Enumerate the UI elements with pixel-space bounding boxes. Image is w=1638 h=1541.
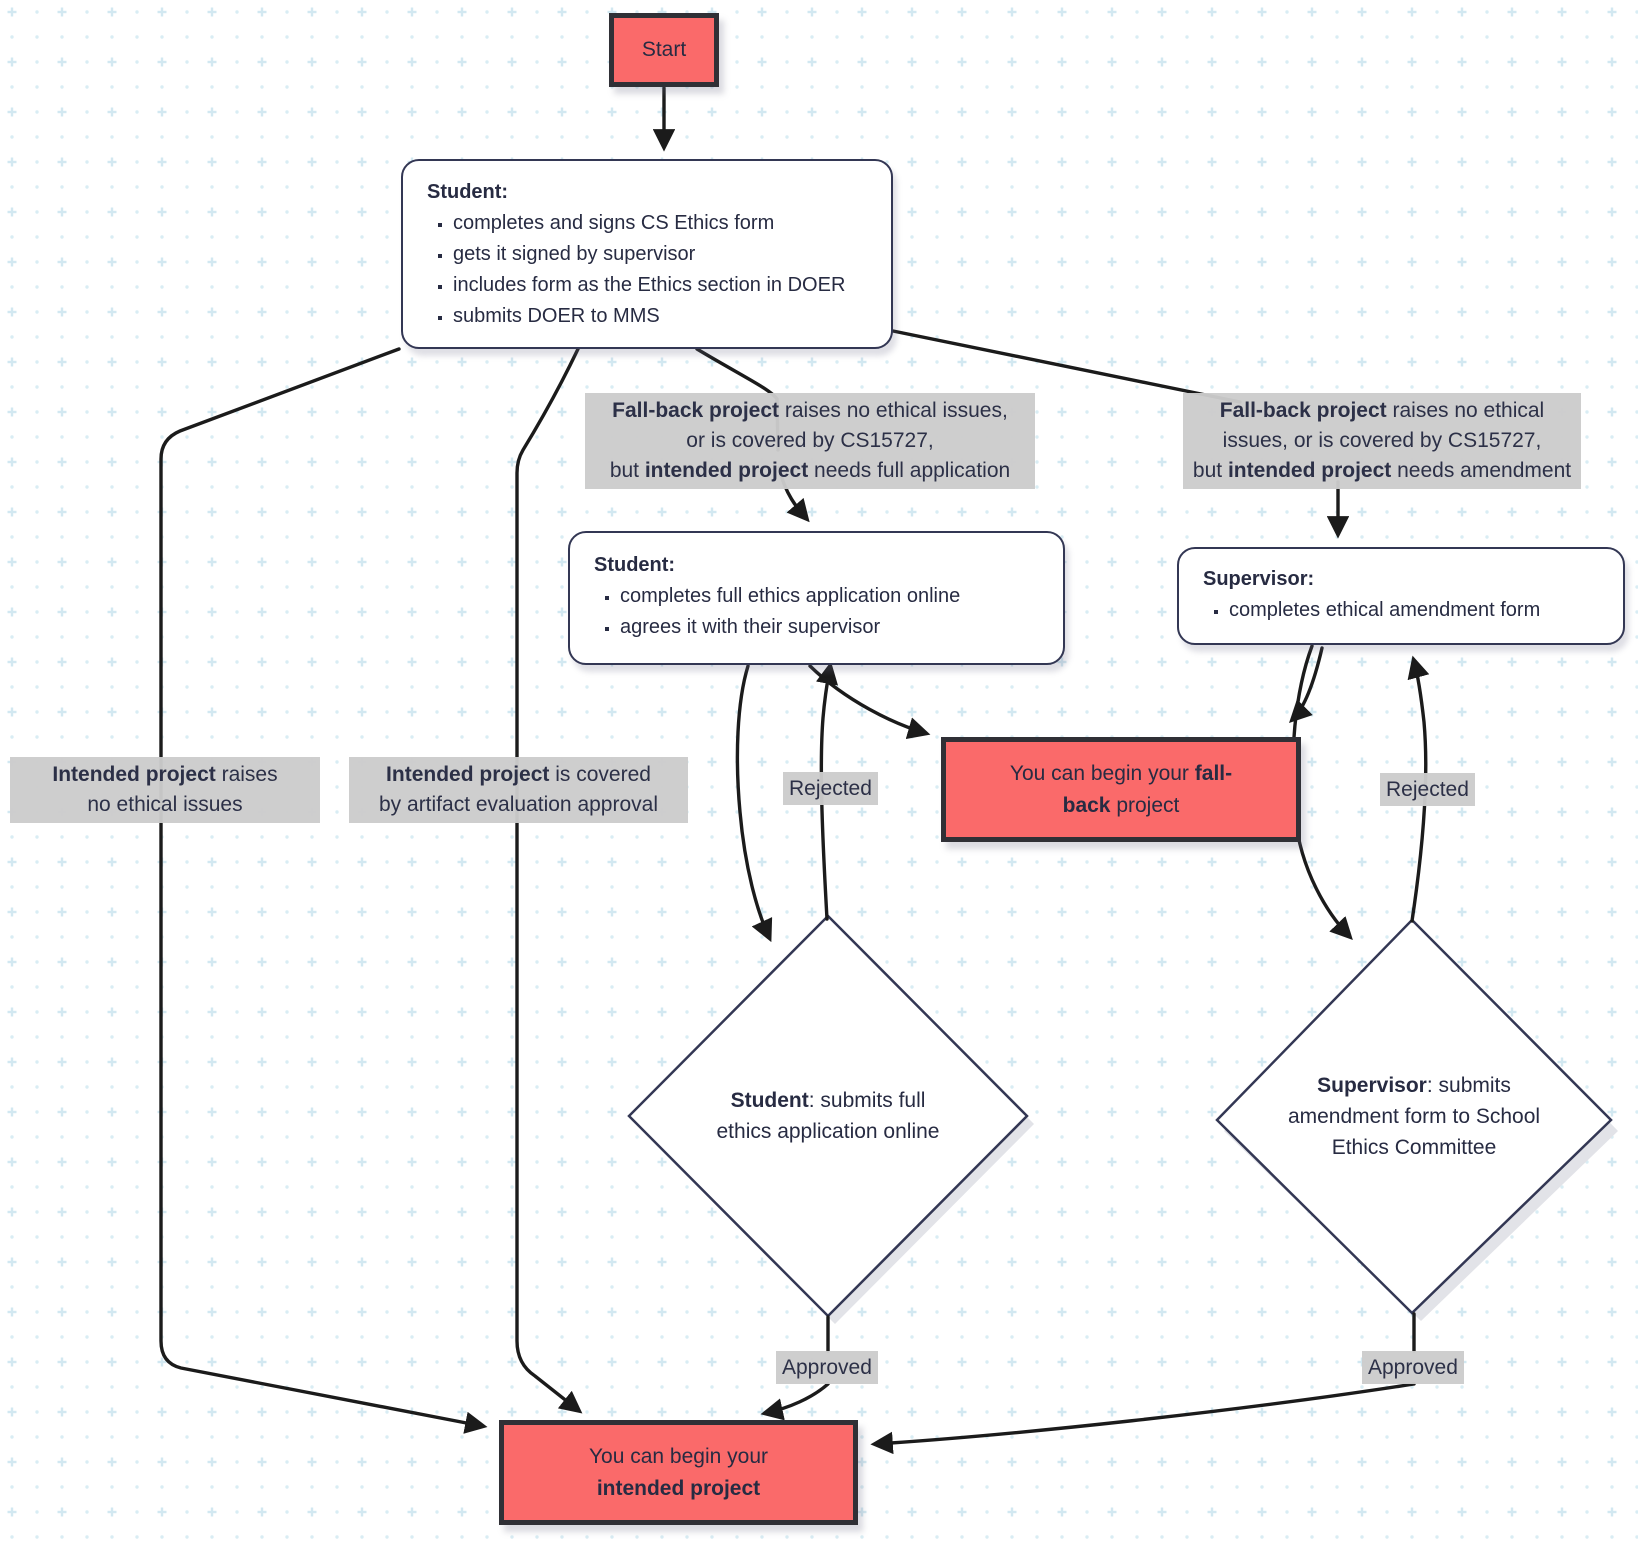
list-item: completes and signs CS Ethics form xyxy=(453,208,871,239)
label-line: Ethics Committee xyxy=(1331,1136,1497,1159)
list-item: submits DOER to MMS xyxy=(453,301,871,332)
edge-artifact-to-intended xyxy=(515,347,583,1414)
edge-label-rejected-right: Rejected xyxy=(1380,773,1475,806)
list-item: agrees it with their supervisor xyxy=(620,612,1045,643)
label-line: but intended project needs full applicat… xyxy=(609,459,1011,482)
edge-label-rejected-left: Rejected xyxy=(783,772,878,805)
edge-supervisor-to-diamond xyxy=(1291,644,1353,941)
edge-label-approved-right: Approved xyxy=(1362,1351,1464,1384)
edge-label-fallback-amendment: Fall-back project raises no ethical issu… xyxy=(1183,393,1581,489)
terminal-line: back project xyxy=(1062,793,1180,817)
label-line: or is covered by CS15727, xyxy=(686,429,934,452)
student2-node: Student: completes full ethics applicati… xyxy=(568,531,1065,665)
label-line: but intended project needs amendment xyxy=(1192,459,1572,482)
edge-label-fallback-full-application: Fall-back project raises no ethical issu… xyxy=(585,393,1035,489)
edge-diamond-rejected-to-student2 xyxy=(815,661,839,921)
edge-diamond-rejected-to-supervisor xyxy=(1407,655,1430,923)
label-line: no ethical issues xyxy=(87,793,243,816)
edge-label-intended-no-issues: Intended project raises no ethical issue… xyxy=(10,757,320,823)
edge-student2-to-fallback xyxy=(808,664,931,740)
label-line: issues, or is covered by CS15727, xyxy=(1222,429,1542,452)
student1-title: Student: xyxy=(427,181,509,203)
label-line: Supervisor: submits xyxy=(1317,1074,1511,1097)
edge-approved-to-intended-right xyxy=(870,1382,1416,1455)
label-line: Student: submits full xyxy=(730,1089,926,1112)
student1-node: Student: completes and signs CS Ethics f… xyxy=(401,159,893,349)
supervisor-title: Supervisor: xyxy=(1203,568,1315,590)
edge-no-issues-to-intended xyxy=(159,347,488,1434)
edge-student1-to-amendment-label xyxy=(891,329,1242,404)
edge-student2-to-diamond xyxy=(735,664,773,943)
edge-label-approved-left: Approved xyxy=(776,1351,878,1384)
start-label: Start xyxy=(641,38,687,61)
label-line: Fall-back project raises no ethical xyxy=(1219,399,1545,422)
start-node: Start xyxy=(609,13,719,87)
terminal-line: intended project xyxy=(596,1476,761,1500)
student2-title: Student: xyxy=(594,554,676,576)
edge-label-intended-artifact: Intended project is covered by artifact … xyxy=(349,757,688,823)
label-line: amendment form to School xyxy=(1287,1105,1541,1128)
supervisor-node: Supervisor: completes ethical amendment … xyxy=(1177,547,1625,645)
label-line: by artifact evaluation approval xyxy=(379,793,658,816)
label-line: ethics application online xyxy=(716,1120,940,1143)
label-line: Fall-back project raises no ethical issu… xyxy=(612,399,1008,422)
diamond-student-text: Student: submits full ethics application… xyxy=(668,1085,988,1147)
terminal-line: You can begin your xyxy=(588,1444,769,1468)
terminal-line: You can begin your fall- xyxy=(1009,761,1233,785)
student2-bullet-list: completes full ethics application online… xyxy=(594,581,1045,643)
diamond-supervisor-submits xyxy=(1215,918,1613,1315)
list-item: completes ethical amendment form xyxy=(1229,595,1605,626)
student1-bullet-list: completes and signs CS Ethics form gets … xyxy=(427,208,871,332)
intended-outcome-node: You can begin your intended project xyxy=(499,1420,858,1525)
list-item: completes full ethics application online xyxy=(620,581,1045,612)
list-item: includes form as the Ethics section in D… xyxy=(453,270,871,301)
label-line: Intended project raises xyxy=(52,763,278,786)
label-line: Intended project is covered xyxy=(386,763,651,786)
edge-approved-to-intended-left xyxy=(760,1382,830,1421)
edge-supervisor-to-fallback xyxy=(1289,646,1324,723)
diamond-supervisor-text: Supervisor: submits amendment form to Sc… xyxy=(1244,1070,1584,1163)
fallback-outcome-node: You can begin your fall- back project xyxy=(941,737,1301,842)
supervisor-bullet-list: completes ethical amendment form xyxy=(1203,595,1605,626)
list-item: gets it signed by supervisor xyxy=(453,239,871,270)
